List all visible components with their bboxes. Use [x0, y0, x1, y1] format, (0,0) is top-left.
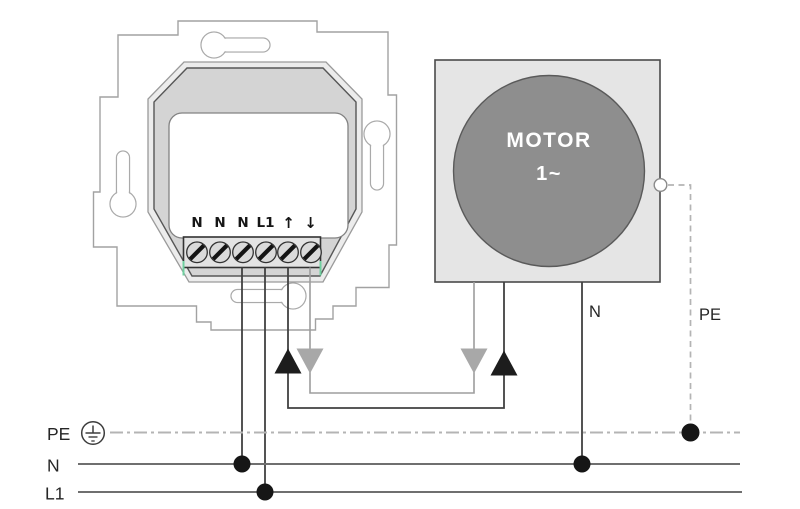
motor-pe-terminal — [653, 177, 668, 192]
screw-terminal-1 — [186, 241, 208, 264]
l1-bus-label: L1 — [45, 484, 64, 504]
screw-terminal-2 — [209, 241, 231, 264]
n-bus-label: N — [47, 456, 60, 476]
up-arrow-marker-left — [274, 348, 302, 374]
down-arrow-marker-left — [296, 348, 324, 374]
junction-dot-n-insert — [233, 455, 251, 473]
screw-terminal-3 — [232, 241, 254, 264]
motor-circle — [452, 74, 646, 268]
junction-dots — [233, 423, 700, 501]
screw-terminal-4 — [255, 241, 277, 264]
wire-motor-pe — [668, 184, 692, 431]
junction-dot-l1-insert — [256, 483, 274, 501]
screw-terminal-5 — [277, 241, 299, 264]
screw-terminal-6 — [300, 241, 322, 264]
motor-pe-wire-label: PE — [699, 306, 721, 324]
motor: MOTOR 1~ — [434, 59, 661, 283]
terminal-block-green-marks — [182, 261, 322, 276]
motor-n-wire-label: N — [589, 303, 601, 321]
motor-label-line1: MOTOR — [506, 129, 591, 152]
terminal-label-down-arrow: ↓ — [304, 214, 317, 232]
up-arrow-marker-right — [490, 350, 518, 376]
keyhole-slot-top — [200, 31, 271, 59]
pe-bus-label: PE — [47, 424, 70, 444]
screw-terminals — [186, 241, 322, 264]
wire-up-channel — [287, 267, 505, 409]
terminal-label-n3: N — [237, 215, 248, 231]
supply-bus: PE N L1 — [45, 420, 742, 504]
terminal-label-n1: N — [191, 215, 202, 231]
wires-dark — [241, 267, 583, 492]
terminal-label-up-arrow: ↑ — [282, 214, 295, 232]
wire-down-channel — [309, 267, 475, 394]
motor-label-line2: 1~ — [536, 163, 562, 185]
down-arrow-marker-right — [460, 348, 488, 374]
earth-symbol — [80, 420, 106, 446]
direction-markers — [274, 348, 518, 376]
terminal-label-n2: N — [214, 215, 225, 231]
mounting-plate: N N N L1 ↑ ↓ — [92, 20, 398, 331]
terminal-label-l1: L1 — [257, 215, 275, 231]
keyhole-slot-right — [363, 120, 391, 191]
junction-dot-pe-motor — [681, 423, 700, 442]
junction-dot-n-motor — [573, 455, 591, 473]
keyhole-slot-left — [109, 150, 137, 218]
